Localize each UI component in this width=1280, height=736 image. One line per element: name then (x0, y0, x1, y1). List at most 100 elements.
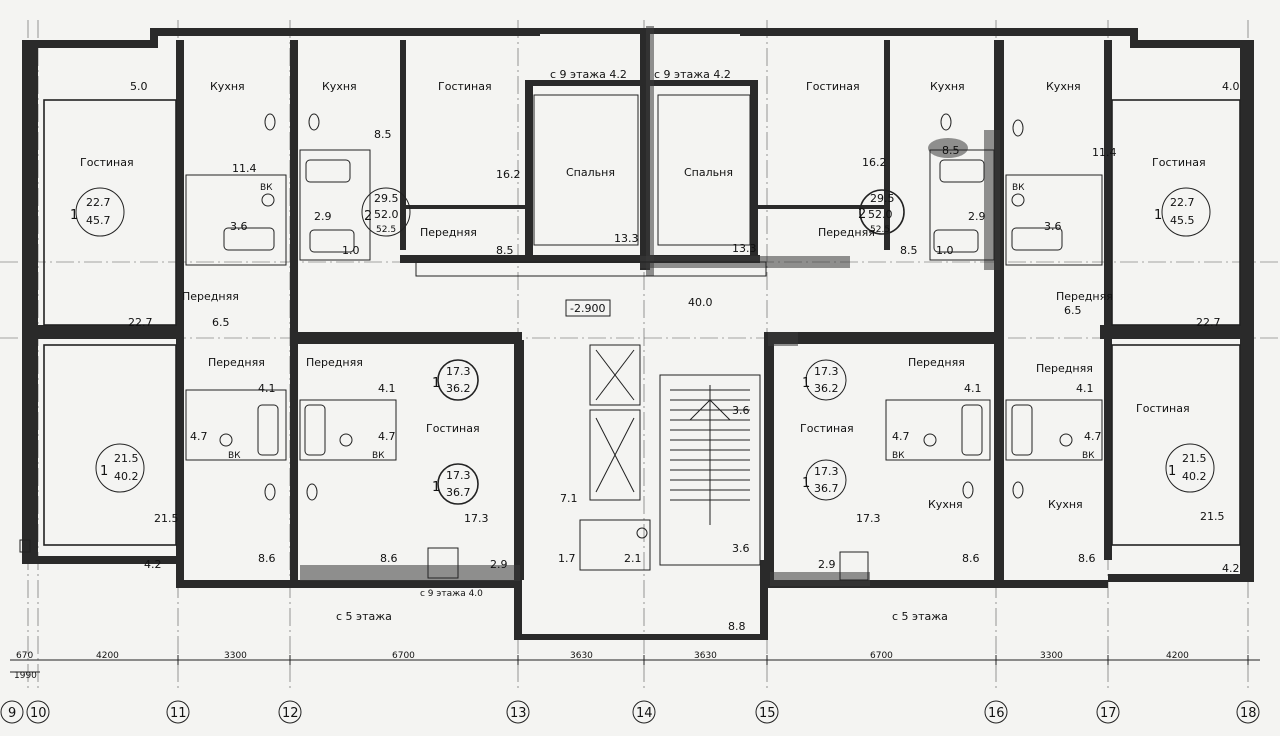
axis-label: 14 (636, 706, 653, 721)
area-label: 3.6 (732, 542, 750, 555)
level-mark: -2.900 (570, 302, 605, 315)
axis-label: 16 (988, 706, 1005, 721)
room-living: Гостиная (426, 422, 480, 435)
room-kitchen: Кухня (322, 80, 357, 93)
apt-living-area: 17.3 (814, 465, 839, 478)
apt-count: 1 (802, 376, 810, 391)
room-living: Гостиная (438, 80, 492, 93)
apt-total-area: 40.2 (114, 470, 139, 483)
apt-total-area: 36.2 (446, 382, 471, 395)
apt-total-area: 45.7 (86, 214, 111, 227)
apt-total-area: 52.0 (868, 208, 893, 221)
area-label: 8.6 (1078, 552, 1096, 565)
apartment-labels: 1 22.7 45.7 2 29.5 52.0 52.5 2 29.5 52.0… (70, 192, 1207, 499)
apt-count: 1 (100, 464, 108, 479)
note-from-9th-floor: с 9 этажа 4.2 (654, 68, 731, 81)
note-lift: с 9 этажа 4.0 (420, 589, 483, 599)
area-label: 13.3 (732, 242, 757, 255)
room-hall: Передняя (1036, 362, 1093, 375)
room-kitchen: Кухня (210, 80, 245, 93)
dimension-value: 6700 (870, 651, 893, 661)
axis-label: 17 (1100, 706, 1117, 721)
apt-total-area: 40.2 (1182, 470, 1207, 483)
room-bedroom: Спальня (684, 166, 733, 179)
scan-smudges (300, 26, 1000, 586)
area-label: 4.7 (892, 430, 910, 443)
outer-walls (22, 28, 1254, 640)
area-label: 2.9 (314, 210, 332, 223)
notes: с 9 этажа 4.2 с 9 этажа 4.2 с 5 этажа с … (228, 68, 1095, 623)
area-label: 4.7 (378, 430, 396, 443)
note-from-5th-floor: с 5 этажа (336, 610, 392, 623)
axis-label: 15 (759, 706, 776, 721)
area-label: 11.4 (1092, 146, 1117, 159)
apt-count: 1 (70, 208, 78, 223)
area-label: 21.5 (154, 512, 179, 525)
vk-mark: ВК (1082, 451, 1095, 461)
area-label: 2.9 (490, 558, 508, 571)
vk-mark: ВК (1012, 183, 1025, 193)
dimension-value: 4200 (96, 651, 119, 661)
area-label: 8.5 (900, 244, 918, 257)
area-label: 5.0 (130, 80, 148, 93)
area-label: 16.2 (862, 156, 887, 169)
axis-label: 11 (170, 706, 187, 721)
level-mark-box (565, 299, 611, 317)
area-label: 6.5 (1064, 304, 1082, 317)
room-living: Гостиная (800, 422, 854, 435)
apt-count: 2 (858, 207, 866, 222)
axis-label: 18 (1240, 706, 1257, 721)
area-label: 4.1 (1076, 382, 1094, 395)
room-kitchen: Кухня (928, 498, 963, 511)
area-label: 3.6 (1044, 220, 1062, 233)
apt-total-area: 45.5 (1170, 214, 1195, 227)
area-label: 22.7 (1196, 316, 1221, 329)
area-label: 7.1 (560, 492, 578, 505)
vk-mark: ВК (892, 451, 905, 461)
area-label: 4.2 (144, 558, 162, 571)
area-label: 8.5 (374, 128, 392, 141)
area-label: 8.6 (962, 552, 980, 565)
bathtub-fixtures (223, 159, 1063, 456)
dimension-value: 3300 (1040, 651, 1063, 661)
area-label: 2.9 (818, 558, 836, 571)
area-label: 3.6 (732, 404, 750, 417)
apt-count: 1 (1154, 208, 1162, 223)
dimension-value: 4200 (1166, 651, 1189, 661)
area-label: 4.0 (1222, 80, 1240, 93)
area-label: 22.7 (128, 316, 153, 329)
axis-label: 12 (282, 706, 299, 721)
area-label: 4.1 (258, 382, 276, 395)
apt-living-area: 17.3 (446, 365, 471, 378)
axis-label: 13 (510, 706, 527, 721)
apt-total-area: 36.7 (446, 486, 471, 499)
area-label: 4.7 (1084, 430, 1102, 443)
room-living: Гостиная (1152, 156, 1206, 169)
room-living: Гостиная (80, 156, 134, 169)
room-hall: Передняя (908, 356, 965, 369)
area-label: 8.6 (258, 552, 276, 565)
area-label: 4.1 (964, 382, 982, 395)
dimension-line: 670 4200 3300 6700 3630 3630 6700 3300 4… (10, 651, 1260, 681)
apt-total-area: 36.2 (814, 382, 839, 395)
dimension-value: 670 (16, 651, 33, 661)
room-names: Кухня Кухня Гостиная Гостиная Кухня Кухн… (80, 80, 1206, 511)
note-from-5th-floor: с 5 этажа (892, 610, 948, 623)
room-living: Гостиная (806, 80, 860, 93)
dimension-value: 6700 (392, 651, 415, 661)
apt-living-area: 29.5 (374, 192, 399, 205)
area-label: 4.7 (190, 430, 208, 443)
apt-living-area: 22.7 (86, 196, 111, 209)
area-label: 40.0 (688, 296, 713, 309)
apartment-tags (75, 187, 1215, 505)
apt-living-area: 21.5 (114, 452, 139, 465)
dimension-small: 1990 (14, 671, 37, 681)
vk-mark: ВК (260, 183, 273, 193)
staircase (670, 385, 750, 525)
apt-count: 1 (1168, 464, 1176, 479)
area-label: 8.6 (380, 552, 398, 565)
area-label: 1.0 (342, 244, 360, 257)
interior-walls (38, 30, 1240, 580)
vk-mark: ВК (372, 451, 385, 461)
area-label: 2.9 (968, 210, 986, 223)
